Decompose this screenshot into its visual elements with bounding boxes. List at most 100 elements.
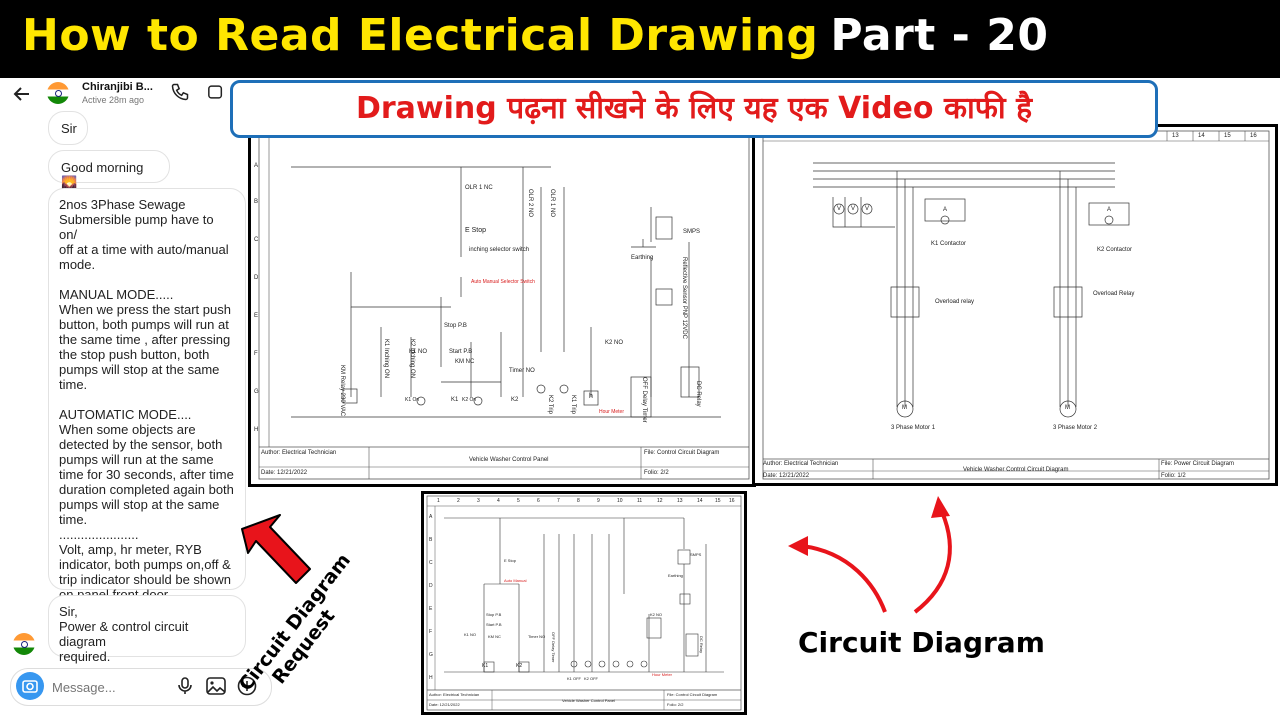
- column-label: 10: [617, 498, 623, 504]
- control-circuit-wiring: [258, 130, 750, 480]
- label-k1: K1: [451, 397, 459, 403]
- label-k1no: K1 NO: [464, 632, 477, 637]
- avatar[interactable]: [47, 82, 69, 104]
- microphone-icon[interactable]: [176, 677, 194, 695]
- label-olr1nc: OLR 1 NC: [465, 185, 493, 191]
- voltmeter-label: V: [851, 206, 856, 212]
- title-block-title: Vehicle Washer Control Panel: [562, 698, 615, 703]
- column-label: 7: [557, 498, 560, 504]
- column-label: 14: [697, 498, 703, 504]
- label-inching: inching selector switch: [469, 247, 530, 253]
- small-circuit-wiring: [426, 495, 742, 711]
- label-k2: K2: [511, 397, 519, 403]
- column-label: 8: [577, 498, 580, 504]
- label-earthing: Earthing: [668, 573, 683, 578]
- label-h: h: [589, 393, 593, 400]
- label-timer-no: Timer NO: [528, 634, 546, 639]
- banner-title-text: How to Read Electrical Drawing: [22, 10, 819, 61]
- column-label: 15: [1224, 133, 1231, 139]
- label-k2-contactor: K2 Contactor: [1097, 247, 1133, 253]
- label-k2: K2: [516, 663, 523, 669]
- control-circuit-diagram: A B C D E F G H OLR 1 NC E Stop inching …: [248, 124, 756, 487]
- label-start-pb: Start P.B: [449, 349, 473, 355]
- message-bubble: Sir, Power & control circuit diagram req…: [48, 595, 246, 664]
- diagram-arrows: [788, 496, 952, 614]
- label-start-pb: Start P.B: [486, 622, 502, 627]
- label-k2off: K2 OFF: [584, 676, 599, 681]
- message-composer: [10, 668, 272, 706]
- title-block-folio: Folio: 2/2: [644, 470, 669, 476]
- label-overload2: Overload Relay: [1093, 291, 1135, 297]
- column-label: 11: [637, 498, 643, 504]
- row-label: D: [429, 583, 433, 589]
- label-smps: SMPS: [683, 229, 701, 235]
- row-label: D: [254, 275, 259, 281]
- label-k2on: K2 On: [462, 397, 477, 403]
- subtitle-banner: Drawing पढ़ना सीखने के लिए यह एक Video क…: [230, 80, 1158, 138]
- label-smps: SMPS: [690, 552, 702, 557]
- ammeter-label: A: [943, 207, 948, 213]
- title-block-date: Date: 12/21/2022: [763, 473, 810, 479]
- label-kmnc: KM NC: [455, 359, 475, 365]
- power-circuit-wiring: [762, 130, 1270, 480]
- row-label: C: [429, 560, 433, 566]
- row-label: F: [429, 629, 433, 635]
- row-label: G: [429, 652, 433, 658]
- column-label: 14: [1198, 133, 1205, 139]
- title-block-file: File: Control Circuit Diagram: [667, 692, 718, 697]
- row-label: B: [254, 199, 259, 205]
- ammeter-label: A: [1107, 207, 1112, 213]
- label-stop-pb: Stop P.B: [486, 612, 502, 617]
- title-block-author: Author: Electrical Technician: [763, 461, 839, 467]
- row-label: G: [254, 389, 259, 395]
- label-k2no: K2 NO: [650, 612, 663, 617]
- label-motor2: 3 Phase Motor 2: [1053, 425, 1098, 431]
- label-estop: E Stop: [504, 558, 517, 563]
- message-bubble: 2nos 3Phase Sewage Submersible pump have…: [48, 188, 246, 602]
- label-k2trip: K2 Trip: [547, 395, 553, 415]
- label-k1no: K1 NO: [409, 349, 428, 355]
- title-block-date: Date: 12/21/2022: [261, 470, 308, 476]
- label-timer-no: Timer NO: [509, 368, 535, 374]
- contact-status: Active 28m ago: [82, 95, 145, 105]
- message-input[interactable]: [50, 676, 174, 698]
- message-bubble: Sir: [48, 111, 88, 145]
- column-label: 12: [657, 498, 663, 504]
- power-circuit-diagram: 13 14 15 16 V V V A A K1 Contactor K2 Co…: [752, 124, 1278, 486]
- label-off-delay: OFF Delay Timer: [641, 377, 647, 423]
- label-hour-meter: Hour Meter: [599, 409, 625, 415]
- banner-part: Part - 20: [830, 10, 1049, 61]
- video-icon[interactable]: [208, 84, 228, 100]
- title-block-folio: Folio: 2/2: [667, 702, 684, 707]
- label-off-delay: OFF Delay Timer: [551, 632, 556, 663]
- label-k1: K1: [482, 663, 489, 669]
- title-block-title: Vehicle Washer Control Panel: [469, 457, 549, 463]
- label-olr2no: OLR 2 NO: [527, 189, 533, 218]
- title-block-author: Author: Electrical Technician: [429, 692, 480, 697]
- voltmeter-label: V: [837, 206, 842, 212]
- message-bubble: Good morning 🌄: [48, 150, 170, 190]
- contact-name[interactable]: Chiranjibi B...: [82, 81, 153, 93]
- message-text: 2nos 3Phase Sewage Submersible pump have…: [59, 197, 234, 602]
- plus-icon[interactable]: [237, 676, 257, 696]
- title-block-title: Vehicle Washer Control Circuit Diagram: [963, 467, 1069, 473]
- request-arrow: [241, 514, 311, 584]
- motor-symbol: M: [902, 405, 907, 411]
- title-block-date: Date: 12/21/2022: [429, 702, 460, 707]
- row-label: A: [429, 514, 433, 520]
- label-auto-manual: Auto Manual Selector Switch: [471, 279, 535, 285]
- row-label: H: [254, 427, 259, 433]
- label-dc-relay: DC Relay: [695, 381, 701, 407]
- camera-icon[interactable]: [16, 672, 44, 700]
- row-label: C: [254, 237, 259, 243]
- label-olr1no: OLR 1 NO: [549, 189, 555, 218]
- row-label: B: [429, 537, 433, 543]
- image-icon[interactable]: [206, 677, 226, 695]
- row-label: E: [254, 313, 259, 319]
- phone-icon[interactable]: [170, 82, 190, 102]
- back-arrow-icon[interactable]: [12, 84, 32, 104]
- label-k1trip: K1 Trip: [570, 395, 576, 415]
- label-k1off: K1 OFF: [567, 676, 582, 681]
